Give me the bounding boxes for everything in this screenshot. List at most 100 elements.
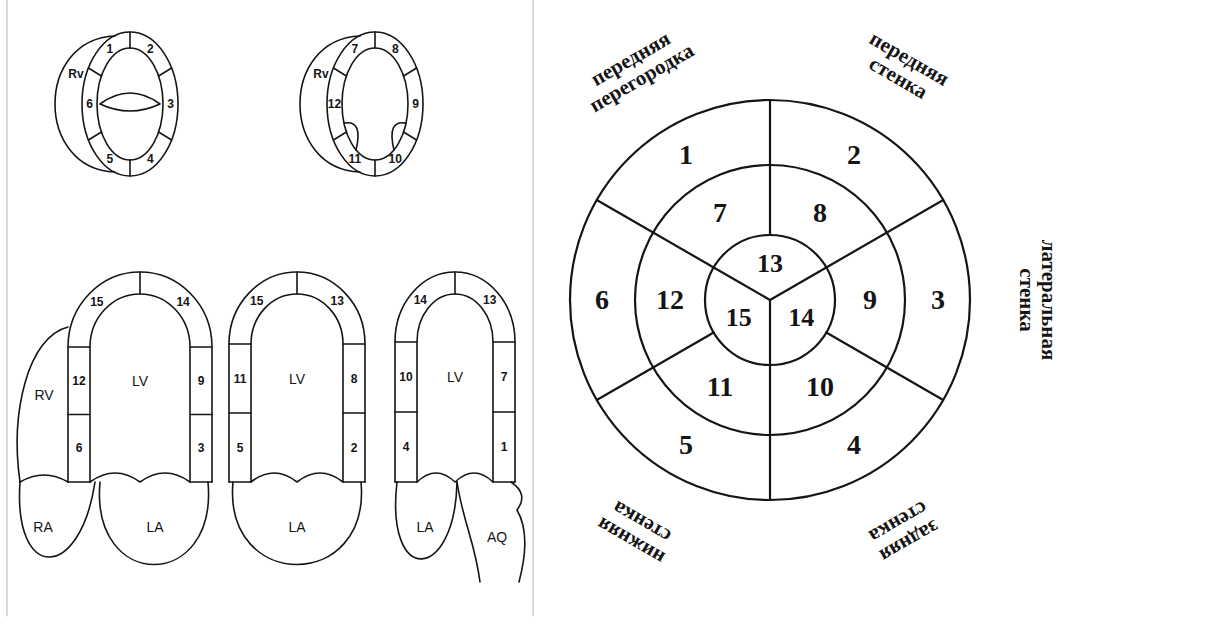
aorta-wall: [511, 482, 525, 582]
segment-number: 2: [847, 139, 861, 171]
segment-divider: [68, 481, 90, 483]
segment-number: 8: [351, 372, 358, 386]
chamber-label: LV: [447, 369, 463, 385]
segment-divider: [296, 272, 298, 294]
segment-divider: [404, 68, 417, 76]
segment-number: 13: [483, 293, 496, 307]
segment-number: 12: [328, 97, 341, 111]
segment-divider: [333, 132, 346, 140]
segment-divider: [159, 132, 172, 140]
segment-divider: [68, 346, 90, 348]
segment-divider: [159, 68, 172, 76]
chamber-label: LA: [146, 519, 163, 535]
segment-divider: [454, 272, 456, 294]
segment-divider: [229, 412, 251, 414]
segment-divider: [129, 160, 131, 176]
mitral-valve: [100, 93, 160, 111]
la-outline: [396, 482, 457, 559]
segment-number: 5: [679, 429, 693, 461]
ring: [705, 235, 835, 365]
wall-name: латеральная стенка: [1016, 240, 1060, 361]
segment-divider: [88, 68, 101, 76]
valve-leaflets: [251, 473, 343, 482]
lv-endocardium: [342, 48, 408, 160]
chamber-label: LA: [288, 519, 305, 535]
lv-endocardium: [417, 294, 493, 482]
view-label: Rv: [313, 67, 328, 81]
segment-divider: [826, 333, 943, 401]
segment-number: 15: [726, 303, 752, 333]
aorta-wall: [457, 482, 480, 582]
segment-number: 5: [106, 152, 113, 166]
segment-number: 15: [250, 294, 263, 308]
segment-divider: [333, 68, 346, 76]
segment-divider: [395, 411, 417, 413]
segment-divider: [597, 333, 714, 401]
segment-number: 10: [389, 152, 402, 166]
lv-epicardium: [68, 272, 212, 482]
segment-divider: [374, 160, 376, 176]
cell-border: [7, 0, 8, 616]
segment-number: 3: [167, 97, 174, 111]
papillary-muscle: [344, 123, 358, 150]
segment-number: 6: [76, 441, 83, 455]
la-outline: [233, 482, 362, 565]
la-outline: [99, 482, 208, 565]
view-label: Rv: [68, 67, 83, 81]
tricuspid-valve: [20, 475, 68, 482]
segment-divider: [395, 341, 417, 343]
segment-number: 3: [198, 441, 205, 455]
segment-divider: [88, 132, 101, 140]
segment-number: 13: [331, 294, 344, 308]
segment-divider: [493, 411, 515, 413]
segment-divider: [597, 200, 714, 268]
segment-divider: [68, 414, 90, 416]
segment-divider: [769, 300, 771, 365]
lv-epicardium: [82, 32, 178, 176]
segment-number: 14: [414, 293, 427, 307]
rv-wall: [55, 36, 115, 172]
segment-number: 5: [237, 441, 244, 455]
lv-endocardium: [97, 48, 163, 160]
segment-divider: [493, 341, 515, 343]
segment-number: 7: [351, 42, 358, 56]
valve-leaflets: [90, 473, 190, 482]
segment-divider: [343, 343, 365, 345]
lv-epicardium: [327, 32, 423, 176]
segment-divider: [129, 32, 131, 48]
segment-divider: [139, 272, 141, 294]
segment-number: 1: [679, 139, 693, 171]
segment-number: 4: [403, 440, 410, 454]
segment-number: 3: [931, 284, 945, 316]
segment-number: 10: [806, 371, 834, 403]
chamber-label: LA: [416, 519, 433, 535]
segment-number: 14: [788, 303, 814, 333]
wall-name: передняя стенка: [855, 27, 953, 109]
chamber-label: AQ: [487, 529, 507, 545]
segment-divider: [395, 481, 417, 483]
segment-number: 15: [90, 295, 103, 309]
segment-number: 8: [392, 42, 399, 56]
rv-wall: [17, 327, 68, 482]
chamber-label: LV: [289, 371, 305, 387]
wall-name: нижняя стенка: [593, 494, 679, 569]
segment-divider: [374, 32, 376, 48]
segment-number: 9: [412, 97, 419, 111]
segment-divider: [826, 200, 943, 268]
valve-leaflets: [417, 473, 493, 482]
segment-number: 4: [147, 152, 154, 166]
ring: [570, 100, 970, 500]
segment-divider: [190, 414, 212, 416]
ra-outline: [19, 482, 95, 557]
wall-name: задняя стенка: [865, 497, 943, 567]
chamber-label: LV: [132, 373, 148, 389]
segment-number: 2: [147, 42, 154, 56]
segment-divider: [229, 343, 251, 345]
segment-number: 6: [86, 97, 93, 111]
wall-name: передняя перегородка: [575, 20, 698, 116]
segment-number: 2: [351, 441, 358, 455]
rv-wall: [300, 36, 360, 172]
segment-divider: [404, 132, 417, 140]
cell-border: [533, 0, 534, 616]
